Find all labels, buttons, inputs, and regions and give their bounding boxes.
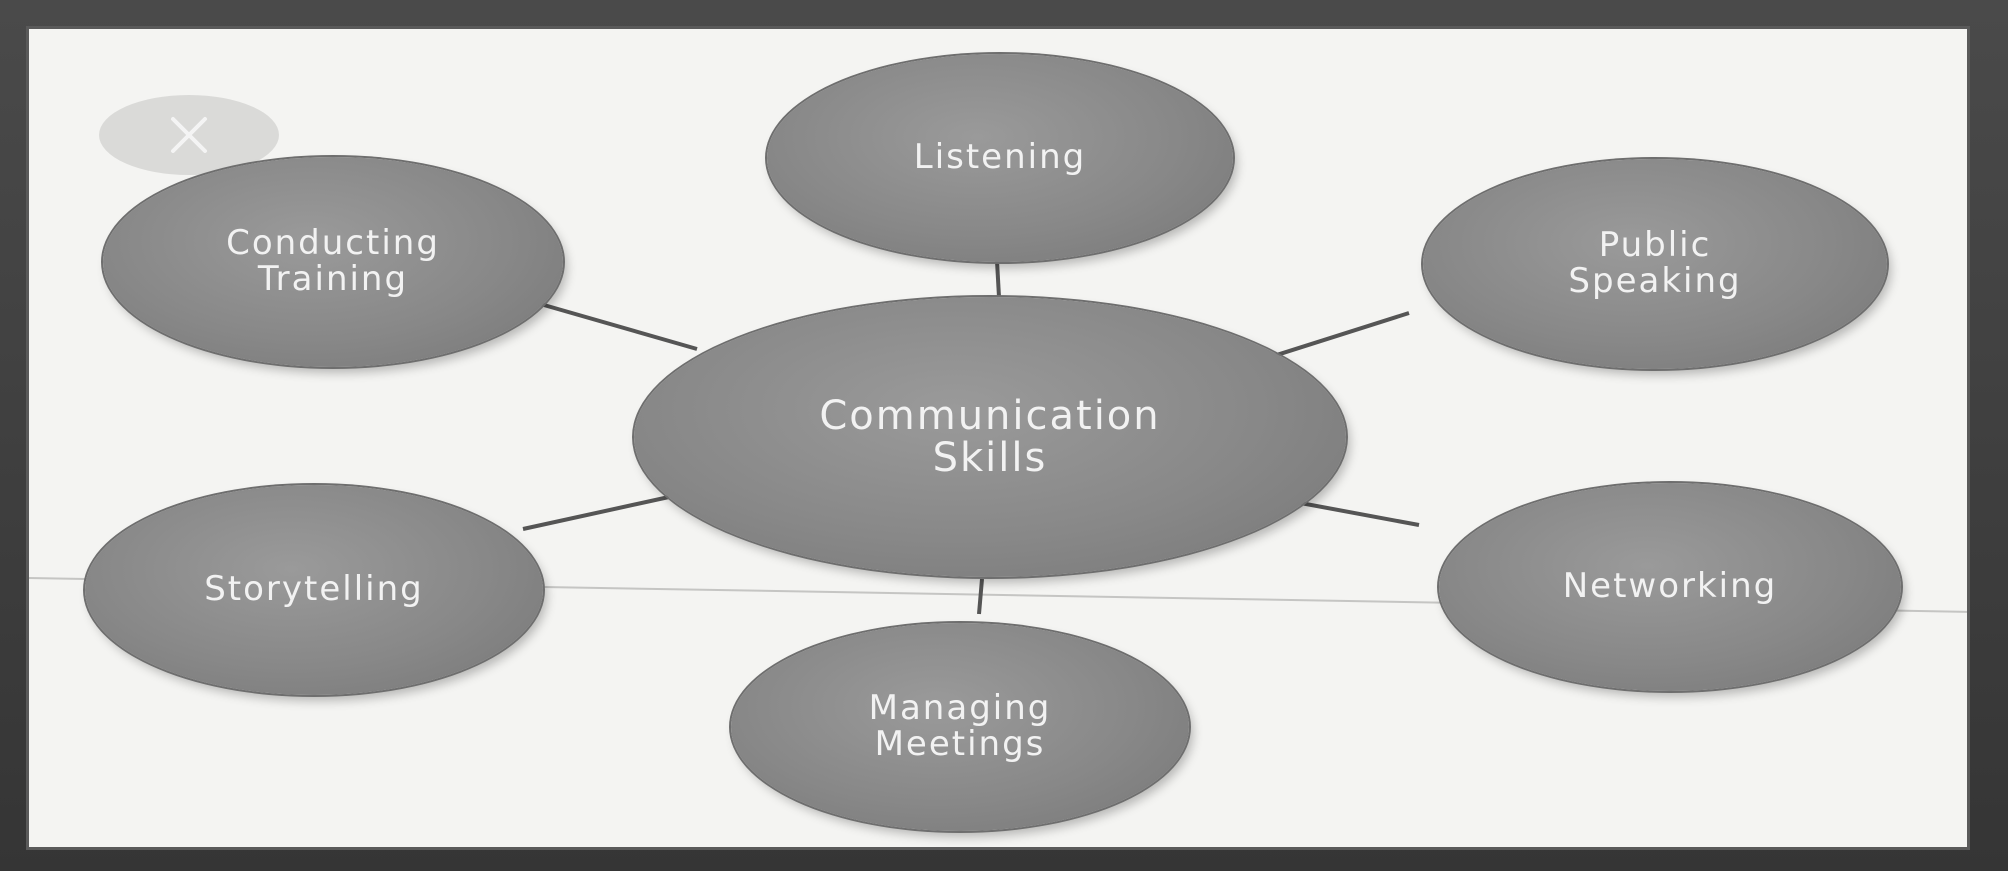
node-managing-meetings-label: Managing Meetings bbox=[868, 688, 1052, 764]
connector-storytelling bbox=[522, 495, 670, 531]
node-listening-label: Listening bbox=[913, 137, 1087, 178]
node-storytelling: Storytelling bbox=[85, 485, 543, 695]
connector-listening bbox=[995, 260, 1001, 298]
node-listening: Listening bbox=[767, 54, 1233, 262]
node-conducting-training: Conducting Training bbox=[103, 157, 563, 367]
center-node-communication-skills: Communication Skills bbox=[634, 297, 1346, 577]
diagram-slide: Communication Skills Listening Public Sp… bbox=[26, 26, 1970, 850]
node-conducting-training-label: Conducting Training bbox=[226, 223, 440, 299]
connector-managing-meetings bbox=[977, 578, 984, 615]
connector-public-speaking bbox=[1263, 311, 1410, 361]
node-managing-meetings: Managing Meetings bbox=[731, 623, 1189, 831]
node-storytelling-label: Storytelling bbox=[204, 569, 424, 610]
close-button[interactable] bbox=[99, 95, 279, 175]
node-public-speaking: Public Speaking bbox=[1423, 159, 1887, 369]
close-icon bbox=[171, 117, 207, 153]
node-networking-label: Networking bbox=[1562, 566, 1778, 607]
center-node-label: Communication Skills bbox=[819, 393, 1161, 481]
connector-conducting-training bbox=[522, 297, 698, 351]
node-public-speaking-label: Public Speaking bbox=[1568, 225, 1742, 301]
node-networking: Networking bbox=[1439, 483, 1901, 691]
